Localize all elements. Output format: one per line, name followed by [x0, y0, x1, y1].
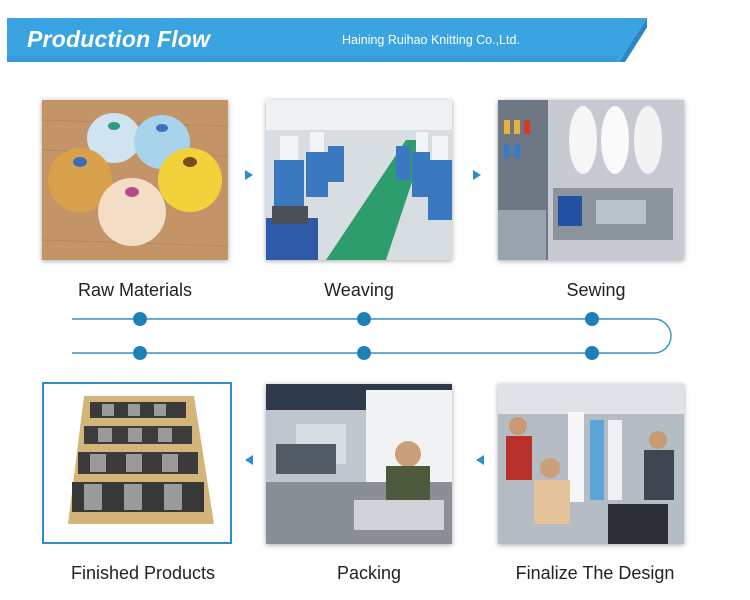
- step-label: Finished Products: [70, 563, 216, 583]
- step-label: Sewing: [566, 280, 626, 300]
- page-title: Production Flow: [27, 26, 211, 52]
- track-dot: [585, 346, 599, 360]
- arrow-right-icon: [245, 170, 253, 180]
- track-dot: [357, 346, 371, 360]
- step-label: Finalize The Design: [515, 563, 675, 583]
- track-dot: [133, 346, 147, 360]
- track-dot: [585, 312, 599, 326]
- sewing-machine-photo: [498, 100, 684, 260]
- design-workers-photo: [498, 384, 684, 544]
- step-label: Packing: [336, 563, 402, 583]
- banner-shape: [7, 18, 647, 62]
- arrow-left-icon: [245, 455, 253, 465]
- packing-station-photo: [266, 384, 452, 544]
- process-track: [72, 312, 672, 360]
- company-name: Haining Ruihao Knitting Co.,Ltd.: [342, 33, 520, 47]
- arrow-right-icon: [473, 170, 481, 180]
- step-label: Raw Materials: [77, 280, 193, 300]
- knitting-machines-photo: [266, 100, 452, 260]
- sock-box-photo: [42, 382, 232, 544]
- step-label: Weaving: [324, 280, 394, 300]
- arrow-left-icon: [476, 455, 484, 465]
- track-dot: [357, 312, 371, 326]
- yarn-cones-photo: [42, 100, 228, 260]
- header-banner: Production Flow Haining Ruihao Knitting …: [7, 18, 647, 62]
- track-dot: [133, 312, 147, 326]
